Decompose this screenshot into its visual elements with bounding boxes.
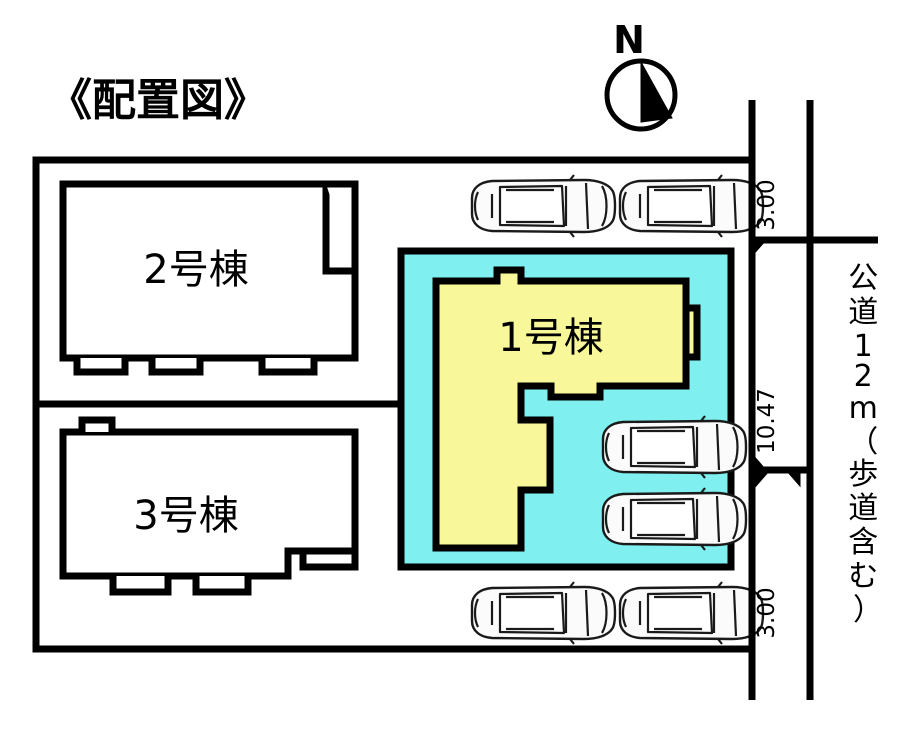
building-3-porch-left bbox=[109, 576, 172, 596]
parking-space-bottom-b[interactable] bbox=[618, 580, 765, 646]
building-3-porch-right bbox=[192, 576, 252, 596]
lot-3-group[interactable]: 3号棟 bbox=[59, 416, 359, 596]
dimension-frontage: 10.47 bbox=[754, 388, 780, 454]
dimension-marks bbox=[751, 239, 801, 488]
building-2-label: 2号棟 bbox=[143, 247, 248, 293]
building-3-label: 3号棟 bbox=[133, 493, 238, 539]
parking-row-top bbox=[470, 173, 765, 239]
building-3-step bbox=[299, 547, 359, 571]
public-road-label: 公 道 1 2 m （ 歩 道 含 む ） bbox=[848, 261, 888, 628]
compass-north-label: N bbox=[613, 18, 645, 62]
building-2-porch-left bbox=[73, 358, 129, 376]
parking-space-lot1-b[interactable] bbox=[601, 486, 748, 552]
parking-space-bottom-a[interactable] bbox=[470, 580, 617, 646]
dim-arrow-mid-lower bbox=[755, 469, 772, 488]
building-2-porch-right bbox=[258, 358, 318, 376]
building-3-outline[interactable] bbox=[59, 428, 359, 580]
page-title: 《配置図》 bbox=[48, 75, 268, 126]
lot-2-group[interactable]: 2号棟 bbox=[59, 180, 359, 376]
building-2-porch-center bbox=[148, 358, 204, 376]
parking-row-bottom bbox=[470, 580, 765, 646]
parking-space-lot1-a[interactable] bbox=[601, 414, 748, 480]
dim-arrow-mid-upper bbox=[751, 452, 768, 471]
building-1-label: 1号棟 bbox=[498, 315, 603, 361]
compass-rose: N bbox=[604, 18, 678, 132]
lot-1-group[interactable]: 1号棟 bbox=[397, 247, 748, 571]
building-2-notch bbox=[326, 180, 359, 271]
building-3-porch-top bbox=[78, 416, 116, 432]
road-lines bbox=[748, 100, 878, 700]
dimension-top: 3.00 bbox=[754, 179, 780, 230]
dimension-bottom: 3.00 bbox=[754, 587, 780, 638]
building-1-bay-window bbox=[682, 304, 701, 361]
parking-space-top-a[interactable] bbox=[470, 173, 617, 239]
dim-arrow-walk bbox=[784, 469, 801, 488]
north-arrow-icon bbox=[640, 60, 673, 123]
dim-arrow-top bbox=[751, 239, 768, 258]
building-1-outline[interactable] bbox=[432, 266, 690, 552]
parking-space-top-b[interactable] bbox=[618, 173, 765, 239]
